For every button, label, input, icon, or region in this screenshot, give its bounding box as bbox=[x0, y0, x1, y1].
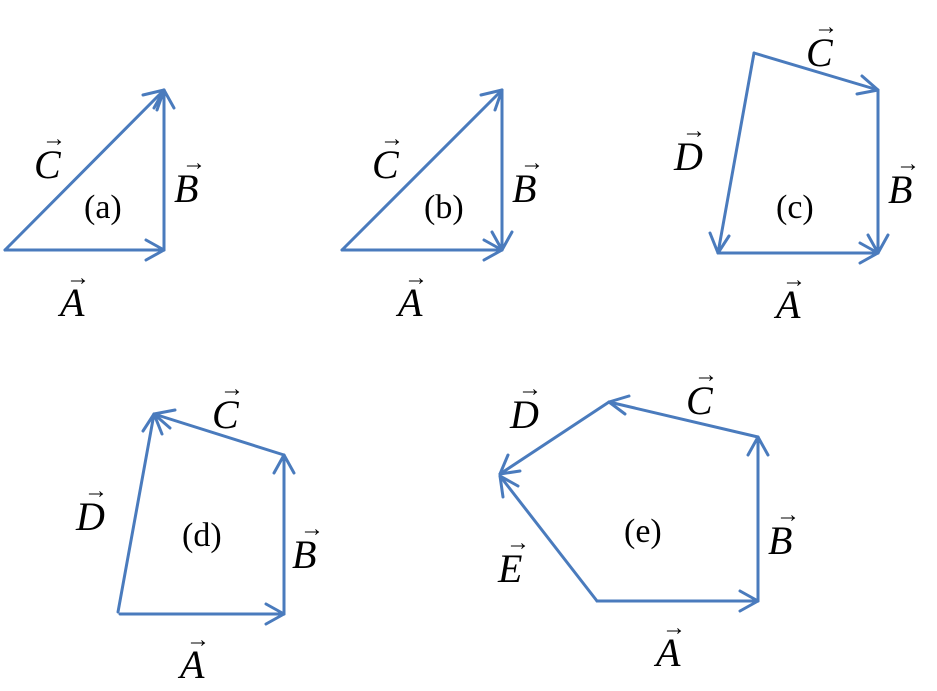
vector-label-d-A: A bbox=[177, 642, 205, 687]
vector-e-E bbox=[498, 474, 599, 603]
diagram-label-c: (c) bbox=[776, 189, 814, 226]
vector-arrow-a-B: → bbox=[182, 150, 206, 176]
vector-arrow-a-A: → bbox=[66, 265, 90, 291]
vector-d-A bbox=[118, 602, 286, 626]
vector-c-A bbox=[716, 241, 880, 265]
vector-a-B bbox=[152, 88, 176, 252]
vector-arrow-e-B: → bbox=[776, 502, 800, 528]
vector-arrow-c-B: → bbox=[896, 151, 920, 177]
diagram-b: A → B → C → (b) bbox=[340, 88, 544, 325]
vector-label-b-B: B bbox=[512, 166, 536, 211]
diagram-label-a: (a) bbox=[84, 189, 122, 226]
vector-arrow-b-B: → bbox=[520, 150, 544, 176]
vector-e-D bbox=[498, 400, 611, 476]
vector-c-D bbox=[708, 51, 756, 255]
diagram-d: A → B → C → D → (d) bbox=[75, 376, 324, 687]
vector-arrow-d-B: → bbox=[300, 516, 324, 542]
vector-arrow-e-D: → bbox=[518, 376, 542, 402]
vector-arrow-c-A: → bbox=[782, 267, 806, 293]
vector-arrow-e-A: → bbox=[662, 615, 686, 641]
vector-e-C bbox=[607, 394, 760, 439]
vector-label-a-C: C bbox=[34, 142, 62, 187]
vector-label-c-D: D bbox=[673, 134, 703, 179]
vector-arrow-c-D: → bbox=[682, 118, 706, 144]
vector-label-c-A: A bbox=[773, 282, 801, 327]
vector-label-d-D: D bbox=[75, 494, 105, 539]
vector-label-b-C: C bbox=[372, 142, 400, 187]
vector-d-B bbox=[272, 453, 296, 616]
vector-label-c-B: B bbox=[888, 167, 912, 212]
vector-label-b-A: A bbox=[395, 280, 423, 325]
vector-a-C bbox=[3, 88, 166, 252]
vector-arrow-d-C: → bbox=[220, 376, 244, 402]
diagram-a: A → B → C → (a) bbox=[3, 88, 206, 325]
vector-arrow-b-A: → bbox=[404, 265, 428, 291]
vector-label-c-C: C bbox=[806, 30, 834, 75]
vector-label-d-C: C bbox=[212, 392, 240, 437]
diagram-label-d: (d) bbox=[182, 517, 222, 554]
vector-label-a-B: B bbox=[174, 166, 198, 211]
vector-arrow-e-C: → bbox=[694, 362, 718, 388]
vector-b-A bbox=[340, 238, 504, 262]
vector-arrow-c-C: → bbox=[814, 14, 838, 40]
vector-arrow-e-E: → bbox=[506, 530, 530, 556]
vector-arrow-a-C: → bbox=[42, 126, 66, 152]
diagram-e: A → B → C → D → E → (e) bbox=[497, 362, 800, 675]
vector-e-B bbox=[746, 435, 770, 603]
vector-arrow-b-C: → bbox=[380, 126, 404, 152]
vector-c-B bbox=[866, 88, 890, 255]
diagram-label-e: (e) bbox=[624, 513, 662, 550]
vector-arrow-d-A: → bbox=[186, 627, 210, 653]
vector-a-A bbox=[3, 238, 166, 262]
diagram-c: A → B → C → D → (c) bbox=[673, 14, 920, 327]
vector-label-e-B: B bbox=[768, 518, 792, 563]
vector-d-D bbox=[116, 412, 164, 614]
vector-label-e-E: E bbox=[497, 546, 522, 591]
vector-b-B bbox=[490, 88, 514, 252]
vector-label-e-D: D bbox=[509, 392, 539, 437]
vector-label-e-C: C bbox=[686, 378, 714, 423]
vector-b-C bbox=[340, 88, 504, 252]
vector-label-d-B: B bbox=[292, 532, 316, 577]
vector-c-C bbox=[752, 51, 880, 96]
vector-label-e-A: A bbox=[653, 630, 681, 675]
vector-arrow-d-D: → bbox=[84, 478, 108, 504]
vector-e-A bbox=[595, 589, 760, 613]
diagram-label-b: (b) bbox=[424, 189, 464, 226]
vector-label-a-A: A bbox=[57, 280, 85, 325]
